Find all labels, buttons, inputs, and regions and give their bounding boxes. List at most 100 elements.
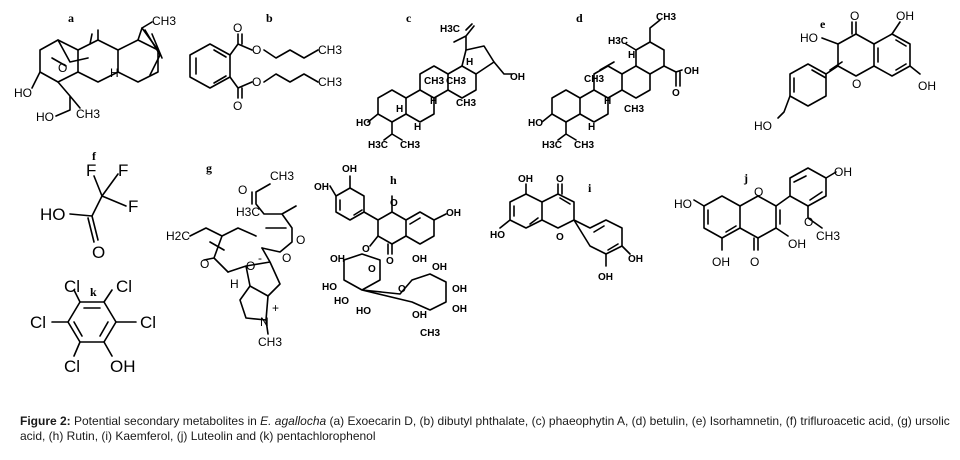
structure-i: i OH O HO O OH OH [490,174,643,283]
atom-e-oh-right: OH [918,79,936,93]
atom-g-n: N [260,315,269,329]
atom-b-o3: O [252,75,261,89]
ring-b-double [195,49,227,84]
atom-h-o-ring: O [390,198,398,209]
ring-i-c [541,183,575,229]
subst-k [51,289,137,357]
atom-d-ch3-2: CH3 [624,104,644,115]
atom-g-h: H [230,277,239,291]
ring-a2 [77,39,119,83]
atom-g-minus: - [258,251,262,265]
ring-c2 [405,89,435,123]
atom-e-ho-bot: HO [754,119,772,133]
atom-h-oh4: OH [412,254,427,265]
subst-i [499,183,631,267]
atom-b-o1: O [233,21,242,35]
panel-label-e: e [820,17,826,31]
panel-label-j: j [743,171,748,185]
atom-c-h2: H [430,96,437,107]
panel-label-g: g [206,161,212,175]
atom-k-cl4: Cl [140,313,156,332]
oh-bond-e [777,95,791,119]
atom-j-oh-mid: OH [788,237,806,251]
panel-label-d: d [576,11,583,25]
atom-c-ch3-2: CH3 [446,76,466,87]
ring-d5 [635,41,665,75]
ring-h-ac [363,195,435,245]
atom-g-ch3-top: CH3 [270,169,294,183]
ring-c3 [419,65,449,99]
atom-k-cl3: Cl [30,313,46,332]
atom-c-h4: H [396,104,403,115]
atom-d-h3c-bot: H3C [542,140,562,151]
methyls-d [625,19,661,51]
atom-h-oh5: OH [330,254,345,265]
caption-label: Figure 2: [20,414,71,428]
atom-h-ho1: HO [322,282,337,293]
atom-d-ch3-1: CH3 [584,74,604,85]
ring-e-b [789,63,827,107]
methyl-bond-a [141,21,153,29]
panel-label-b: b [266,11,273,25]
atom-a-ch3-top: CH3 [152,14,176,28]
atom-c-h3c-top: H3C [440,24,460,35]
subst-h [329,175,447,255]
ring-d1 [551,89,581,123]
atom-g-ch3-bot: CH3 [258,335,282,349]
ring-d2 [579,89,609,123]
caption-pre: Potential secondary metabolites in [70,414,261,428]
atom-c-ch3-4: CH3 [400,140,420,151]
atom-d-h2: H [604,96,611,107]
atom-i-o-top: O [556,174,564,185]
atom-h-oh9: OH [412,310,427,321]
atom-g-h2c: H2C [166,229,190,243]
sugars-h [343,253,447,311]
atom-k-cl2: Cl [116,277,132,296]
atom-d-ch3-top: CH3 [656,12,676,23]
atom-k-cl1: Cl [64,277,80,296]
atom-d-ho: HO [528,118,543,129]
atom-a-ch3-bottom: CH3 [76,107,100,121]
substituents-a [31,71,81,117]
atom-e-o-ring: O [852,77,861,91]
atom-h-o-link: O [362,244,370,255]
atom-g-o4: O [282,251,291,265]
ring-a3 [117,39,159,83]
atom-g-o3: O [200,257,209,271]
atom-h-o-sug2: O [398,284,406,295]
ring-j-c [739,195,781,239]
ring-j-a [703,195,741,239]
atom-f-ho: HO [40,205,66,224]
atom-c-ch3-1: CH3 [424,76,444,87]
atom-h-oh7: OH [452,284,467,295]
atom-b-ch3-1: CH3 [318,43,342,57]
ring-e-a [873,33,911,77]
atom-g-h3c: H3C [236,205,260,219]
atom-j-ch3: CH3 [816,229,840,243]
panel-label-a: a [68,11,74,25]
atom-k-cl5: Cl [64,357,80,376]
chain-b1 [263,49,319,59]
atom-h-ho2: HO [334,296,349,307]
atom-h-oh1: OH [314,182,329,193]
caption-species: E. agallocha [260,414,327,428]
atom-a-o-ring: O [58,61,67,75]
substituents-c [367,113,403,141]
ring-d3 [593,61,623,99]
atom-h-o-keto: O [386,256,394,267]
structure-d: d CH3 H3C H CH3 H OH O CH3 HO H H3C CH3 [528,11,699,151]
atom-b-o2: O [252,43,261,57]
atom-e-oh-top: OH [896,9,914,23]
ring-c5 [461,45,495,75]
ether-bridge-a [51,39,89,67]
panel-label-c: c [406,11,412,25]
atom-e-ho-left: HO [800,31,818,45]
atom-h-ch3: CH3 [420,328,440,339]
atom-c-h3c-bot: H3C [368,140,388,151]
ring-k [67,301,117,343]
atom-j-o-me: O [804,215,813,229]
atom-a-ho-bottom: HO [36,110,54,124]
acetyl-g [251,183,297,253]
structure-b: b O O O O CH3 CH3 [189,11,342,113]
atom-g-o1: O [238,183,247,197]
